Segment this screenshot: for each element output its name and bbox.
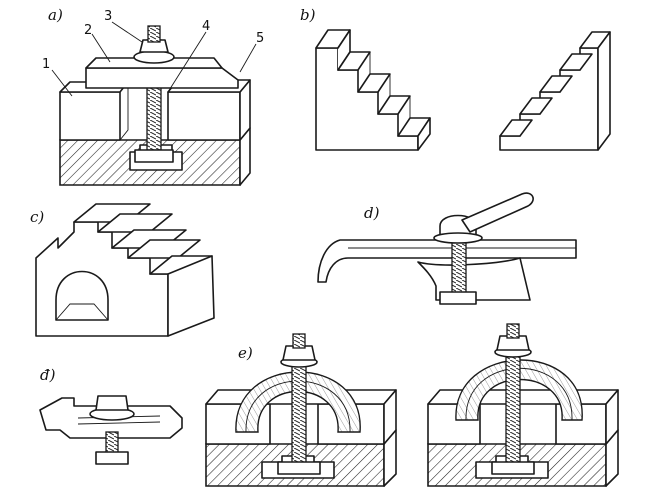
panel-e: e): [205, 323, 619, 487]
lever-bolt: [451, 239, 467, 295]
panel-a: a): [42, 6, 264, 186]
arch-clamp-body-right: [455, 359, 583, 421]
arch-clamp-left: [205, 333, 397, 487]
arch-step-block: [35, 203, 215, 337]
callout-2: 2: [84, 23, 92, 38]
callout-5: 5: [256, 31, 264, 46]
support-block-right: [167, 91, 241, 141]
panel-d: d): [317, 192, 577, 305]
lever-bolt-head: [439, 291, 477, 305]
t-bolt-head: [134, 149, 174, 163]
lever-washer: [433, 232, 483, 244]
lever-handle: [461, 192, 534, 233]
strap-bolt: [105, 431, 119, 455]
callout-4: 4: [202, 19, 210, 34]
step-block-right: [499, 31, 611, 151]
callout-3: 3: [104, 9, 112, 24]
panel-e-label: e): [238, 344, 253, 362]
panel-b: b): [300, 6, 611, 151]
arch-opening: [55, 270, 109, 321]
panel-c: c): [30, 203, 215, 337]
arch-clamp-body: [235, 371, 361, 433]
clamp-support: [417, 257, 531, 301]
panel-b-label: b): [300, 6, 316, 24]
support-block-left: [59, 91, 121, 141]
clamp-bar: [317, 239, 577, 283]
slotted-clamp-strap: [39, 395, 183, 465]
lever-clamp: [317, 192, 577, 305]
clamp-strap: [85, 67, 239, 89]
strap-nut: [95, 395, 129, 411]
arch-clamp-right: [427, 323, 619, 487]
panel-d-label: d): [364, 204, 380, 222]
strap-bolt-head: [95, 451, 129, 465]
panel-d2: đ): [39, 366, 183, 465]
step-block-left: [315, 29, 431, 151]
panel-a-clamp-assembly: [51, 21, 257, 186]
arch-bolt-right: [505, 341, 521, 465]
callout-1: 1: [42, 57, 50, 72]
panel-d2-label: đ): [40, 366, 56, 384]
panel-c-label: c): [30, 208, 44, 226]
panel-a-label: a): [48, 6, 63, 24]
